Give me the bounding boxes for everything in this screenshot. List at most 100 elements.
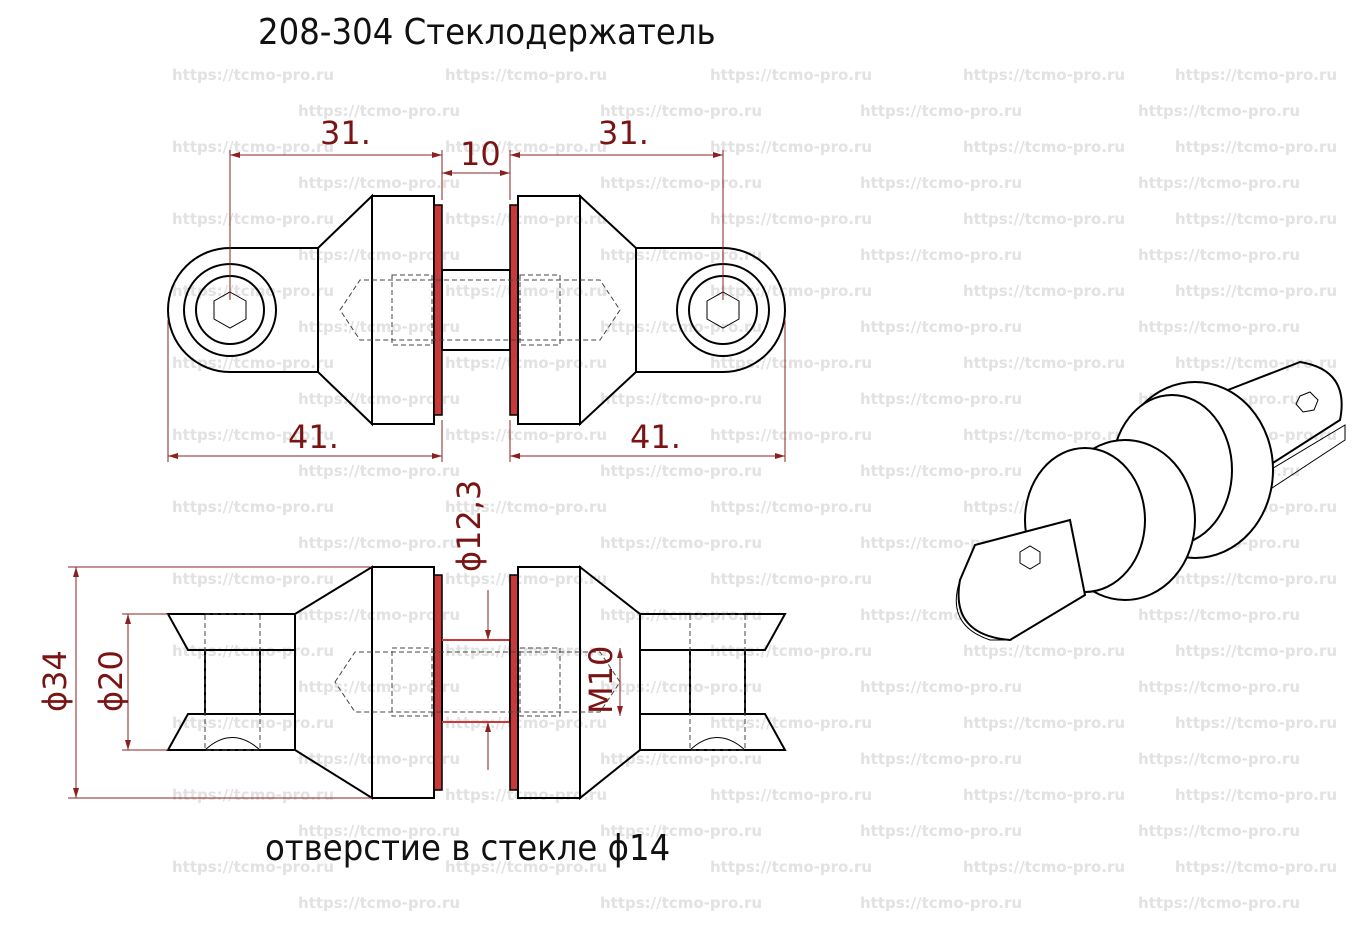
watermark-text: https://tcmo-pro.ru	[600, 462, 762, 480]
dim-left-bottom: 41.	[288, 418, 339, 456]
watermark-text: https://tcmo-pro.ru	[1138, 246, 1300, 264]
left-gasket	[433, 204, 443, 416]
watermark-text: https://tcmo-pro.ru	[1138, 318, 1300, 336]
watermark-text: https://tcmo-pro.ru	[1175, 66, 1337, 84]
watermark-text: https://tcmo-pro.ru	[1175, 642, 1337, 660]
watermark-text: https://tcmo-pro.ru	[710, 354, 872, 372]
watermark-text: https://tcmo-pro.ru	[298, 174, 460, 192]
watermark-text: https://tcmo-pro.ru	[600, 246, 762, 264]
watermark-text: https://tcmo-pro.ru	[710, 570, 872, 588]
dim-right-top: 31.	[598, 114, 649, 152]
watermark-text: https://tcmo-pro.ru	[963, 66, 1125, 84]
watermark-text: https://tcmo-pro.ru	[298, 606, 460, 624]
watermark-text: https://tcmo-pro.ru	[445, 858, 607, 876]
watermark-text: https://tcmo-pro.ru	[963, 642, 1125, 660]
watermark-text: https://tcmo-pro.ru	[710, 426, 872, 444]
watermark-text: https://tcmo-pro.ru	[1138, 750, 1300, 768]
watermark-text: https://tcmo-pro.ru	[445, 66, 607, 84]
watermark-text: https://tcmo-pro.ru	[860, 894, 1022, 912]
watermark-text: https://tcmo-pro.ru	[172, 138, 334, 156]
watermark-text: https://tcmo-pro.ru	[1138, 678, 1300, 696]
watermark-text: https://tcmo-pro.ru	[963, 354, 1125, 372]
watermark-text: https://tcmo-pro.ru	[298, 462, 460, 480]
watermark-text: https://tcmo-pro.ru	[710, 138, 872, 156]
iso-front-hex-icon	[1019, 545, 1041, 570]
watermark-text: https://tcmo-pro.ru	[710, 642, 872, 660]
watermark-text: https://tcmo-pro.ru	[1138, 894, 1300, 912]
watermark-text: https://tcmo-pro.ru	[172, 786, 334, 804]
side-right-body	[517, 566, 581, 799]
watermark-text: https://tcmo-pro.ru	[860, 246, 1022, 264]
watermark-text: https://tcmo-pro.ru	[1175, 138, 1337, 156]
drawing-title: 208-304 Стеклодержатель	[258, 12, 716, 53]
right-fork-upper	[639, 613, 787, 651]
watermark-text: https://tcmo-pro.ru	[1175, 858, 1337, 876]
watermark-text: https://tcmo-pro.ru	[710, 282, 872, 300]
watermark-text: https://tcmo-pro.ru	[298, 750, 460, 768]
right-fork-lower	[639, 713, 787, 751]
watermark-text: https://tcmo-pro.ru	[445, 426, 607, 444]
watermark-text: https://tcmo-pro.ru	[445, 642, 607, 660]
top-view-dimensions: 31. 10 31. 41. 41.	[167, 114, 786, 462]
watermark-text: https://tcmo-pro.ru	[600, 534, 762, 552]
watermark-text: https://tcmo-pro.ru	[600, 174, 762, 192]
watermark-text: https://tcmo-pro.ru	[298, 678, 460, 696]
isometric-view	[955, 360, 1346, 642]
watermark-text: https://tcmo-pro.ru	[1175, 714, 1337, 732]
watermark-text: https://tcmo-pro.ru	[445, 282, 607, 300]
watermark-text: https://tcmo-pro.ru	[1175, 282, 1337, 300]
dim-d-outer: ϕ34	[36, 650, 74, 712]
watermark-text: https://tcmo-pro.ru	[172, 858, 334, 876]
side-left-gasket	[433, 574, 443, 791]
watermark-text: https://tcmo-pro.ru	[1175, 354, 1337, 372]
iso-rear-hex-icon	[1295, 391, 1319, 413]
watermark-text: https://tcmo-pro.ru	[298, 822, 460, 840]
watermark-text: https://tcmo-pro.ru	[860, 390, 1022, 408]
hidden-screw	[339, 279, 621, 341]
watermark-text: https://tcmo-pro.ru	[445, 138, 607, 156]
dim-d-inner: ϕ20	[92, 650, 130, 712]
watermark-text: https://tcmo-pro.ru	[172, 570, 334, 588]
watermark-text: https://tcmo-pro.ru	[1175, 570, 1337, 588]
watermark-text: https://tcmo-pro.ru	[860, 678, 1022, 696]
watermark-text: https://tcmo-pro.ru	[172, 498, 334, 516]
watermark-text: https://tcmo-pro.ru	[963, 858, 1125, 876]
watermark-text: https://tcmo-pro.ru	[963, 138, 1125, 156]
watermark-text: https://tcmo-pro.ru	[963, 426, 1125, 444]
watermark-text: https://tcmo-pro.ru	[298, 318, 460, 336]
glass-hole-note: отверстие в стекле ϕ14	[265, 828, 670, 869]
watermark-text: https://tcmo-pro.ru	[963, 282, 1125, 300]
watermark-text: https://tcmo-pro.ru	[445, 498, 607, 516]
watermark-text: https://tcmo-pro.ru	[172, 354, 334, 372]
watermark-text: https://tcmo-pro.ru	[172, 210, 334, 228]
side-view-dimensions: ϕ34 ϕ20 ϕ12,3 M10	[36, 480, 623, 799]
watermark-text: https://tcmo-pro.ru	[600, 750, 762, 768]
watermark-text: https://tcmo-pro.ru	[1138, 102, 1300, 120]
watermark-text: https://tcmo-pro.ru	[172, 426, 334, 444]
left-hex-socket-icon	[213, 291, 247, 329]
watermark-text: https://tcmo-pro.ru	[860, 822, 1022, 840]
watermark-text: https://tcmo-pro.ru	[710, 714, 872, 732]
watermark-text: https://tcmo-pro.ru	[860, 750, 1022, 768]
watermark-text: https://tcmo-pro.ru	[298, 246, 460, 264]
watermark-text: https://tcmo-pro.ru	[1175, 210, 1337, 228]
watermark-text: https://tcmo-pro.ru	[298, 102, 460, 120]
watermark-text: https://tcmo-pro.ru	[860, 174, 1022, 192]
watermark-text: https://tcmo-pro.ru	[1138, 606, 1300, 624]
watermark-text: https://tcmo-pro.ru	[298, 534, 460, 552]
watermark-text: https://tcmo-pro.ru	[963, 714, 1125, 732]
right-gasket	[509, 204, 519, 416]
watermark-text: https://tcmo-pro.ru	[963, 210, 1125, 228]
watermark-text: https://tcmo-pro.ru	[1138, 174, 1300, 192]
watermark-text: https://tcmo-pro.ru	[600, 390, 762, 408]
watermark-text: https://tcmo-pro.ru	[710, 858, 872, 876]
watermark-text: https://tcmo-pro.ru	[860, 462, 1022, 480]
watermark-text: https://tcmo-pro.ru	[445, 210, 607, 228]
watermark-text: https://tcmo-pro.ru	[445, 786, 607, 804]
watermark-text: https://tcmo-pro.ru	[860, 102, 1022, 120]
side-view	[166, 564, 787, 801]
watermark-text: https://tcmo-pro.ru	[1175, 786, 1337, 804]
watermark-text: https://tcmo-pro.ru	[1138, 822, 1300, 840]
watermark-text: https://tcmo-pro.ru	[710, 786, 872, 804]
